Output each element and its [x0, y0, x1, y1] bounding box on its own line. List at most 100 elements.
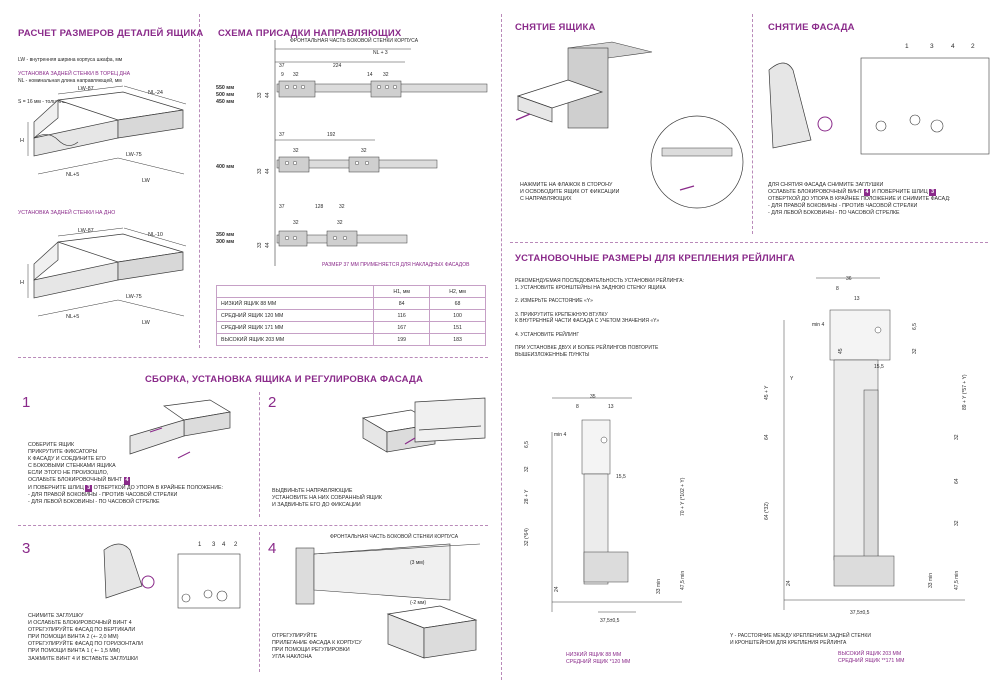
dim-label: 32 (*64) [524, 528, 530, 546]
step3-illustration: 1 3 4 2 [103, 542, 241, 609]
remove-front-text: ДЛЯ СНЯТИЯ ФАСАДА СНИМИТЕ ЗАГЛУШКИ ОСЛАБ… [768, 182, 950, 217]
separator [259, 532, 260, 672]
dim-label: 32 [293, 148, 299, 154]
separator [259, 392, 260, 517]
adjust-minus: (-2 мм) [410, 600, 426, 606]
dim-label: LW-75 [126, 294, 142, 300]
dim-label: NL-10 [148, 232, 163, 238]
text: ДЛЯ СНЯТИЯ ФАСАДА СНИМИТЕ ЗАГЛУШКИ ОСЛАБ… [768, 182, 884, 196]
table-cell: СРЕДНИЙ ЯЩИК 171 ММ [215, 321, 375, 334]
dim-label: LW-87 [78, 86, 94, 92]
callout-2: 2 [234, 542, 238, 548]
section-title-remove-drawer: СНЯТИЕ ЯЩИКА [515, 22, 596, 33]
section-title-remove-front: СНЯТИЕ ФАСАДА [768, 22, 855, 33]
callout-3: 3 [929, 189, 937, 197]
dim-label: 6,5 [912, 323, 918, 330]
dim-label: NL-24 [148, 90, 163, 96]
dim-label: H [20, 138, 24, 144]
separator [18, 357, 488, 358]
row-label-550: 550 мм 500 мм 450 мм [216, 85, 235, 106]
dim-label: 32 [339, 204, 345, 210]
dim-label: 32 [337, 220, 343, 226]
dim-label: 9 [281, 72, 284, 78]
separator [501, 14, 502, 680]
text: И ПОВЕРНИТЕ ШЛИЦ [870, 189, 930, 196]
table-cell: 183 [429, 333, 486, 346]
step-number: 4 [268, 540, 277, 557]
table-row: СРЕДНИЙ ЯЩИК 120 ММ 116 100 [215, 309, 486, 322]
dim-label: 37 [279, 63, 285, 69]
dim-label: 37,5±0,5 [600, 618, 620, 624]
dim-label: 24 [786, 580, 792, 586]
dim-label: 14 [367, 72, 373, 78]
table-cell: 100 [429, 309, 486, 322]
drilling-scheme: NL + 3 37 224 9 32 14 32 33 44 37 192 32… [257, 40, 488, 266]
dim-label: 37,5±0,5 [850, 610, 870, 616]
separator [510, 242, 988, 243]
dim-label: 35 [590, 394, 596, 400]
subtitle-back-into-bottom: УСТАНОВКА ЗАДНЕЙ СТЕНКИ В ТОРЕЦ ДНА [18, 71, 131, 77]
dim-label: 32 [293, 72, 299, 78]
table-header: H1, мм H2, мм [215, 285, 486, 298]
dim-label: 64 [954, 478, 960, 484]
remove-front-illustration: 1 3 4 2 [768, 43, 990, 155]
dim-label: LW-75 [126, 152, 142, 158]
drawer-diagram-1: LW-87 NL-24 LW-75 NL+5 LW H [20, 85, 187, 184]
text: СОБЕРИТЕ ЯЩИК ПРИКРУТИТЕ ФИКСАТОРЫ К ФАС… [28, 442, 123, 484]
callout-3: 3 [85, 484, 93, 492]
dim-label: 28 + Y [524, 489, 530, 504]
row-label-400: 400 мм [216, 164, 235, 170]
table-cell: 116 [373, 309, 431, 322]
callout-4: 4 [951, 43, 955, 50]
callout-3: 3 [930, 43, 934, 50]
dim-label: 33 min [928, 573, 934, 588]
dim-label: 33 [257, 168, 263, 174]
dim-label: 37 [279, 132, 285, 138]
dim-label: 8 [836, 286, 839, 292]
separator [752, 14, 753, 234]
dim-label: 47,5 min [680, 571, 686, 590]
dim-label: LW [142, 178, 151, 184]
drawer-diagram-2: LW-87 NL-10 LW-75 NL+5 LW H [20, 227, 187, 326]
step4-illustration: (3 мм) (-2 мм) [295, 543, 481, 659]
height-table: H1, мм H2, мм НИЗКИЙ ЯЩИК 88 ММ 84 68 СР… [215, 285, 486, 346]
dim-label: 32 [383, 72, 389, 78]
dim-label: 32 [954, 520, 960, 526]
front-label: ФРОНТАЛЬНАЯ ЧАСТЬ БОКОВОЙ СТЕНКИ КОРПУСА [330, 534, 459, 540]
dim-label: 15,5 [874, 364, 884, 370]
callout-1: 1 [198, 542, 202, 548]
step1-text: СОБЕРИТЕ ЯЩИК ПРИКРУТИТЕ ФИКСАТОРЫ К ФАС… [28, 442, 223, 506]
separator [18, 525, 488, 526]
dim-label: 64 (*32) [764, 502, 770, 520]
table-cell: H2, мм [429, 285, 486, 298]
railing-low-drawing: 35 8 13 min 4 6,5 32 15,5 28 + Y 70 + Y … [524, 394, 686, 624]
legend-line: LW - внутренняя ширина корпуса шкафа, мм [18, 57, 123, 63]
dim-label: 37 [279, 204, 285, 210]
step-number: 1 [22, 394, 31, 411]
text: ОТВЕРТКОЙ ДО УПОРА В КРАЙНЕЕ ПОЛОЖЕНИЕ: … [28, 484, 224, 505]
dim-label: NL + 3 [373, 50, 388, 56]
dim-label: 128 [315, 204, 324, 210]
railing-steps: РЕКОМЕНДУЕМАЯ ПОСЛЕДОВАТЕЛЬНОСТЬ УСТАНОВ… [515, 278, 684, 358]
dim-label: 32 [361, 148, 367, 154]
table-row: СРЕДНИЙ ЯЩИК 171 ММ 167 151 [215, 321, 486, 334]
step4-text: ОТРЕГУЛИРУЙТЕ ПРИЛЕГАНИЕ ФАСАДА К КОРПУС… [272, 633, 362, 661]
legend-line: NL - номинальная длина направляющей, мм [18, 78, 122, 84]
table-row: ВЫСОКИЙ ЯЩИК 203 ММ 199 183 [215, 333, 486, 346]
table-cell: НИЗКИЙ ЯЩИК 88 ММ [215, 297, 375, 310]
table-cell: 151 [429, 321, 486, 334]
subtitle-back-on-bottom: УСТАНОВКА ЗАДНЕЙ СТЕНКИ НА ДНО [18, 210, 116, 216]
dim-label: 33 min [656, 579, 662, 594]
dim-label: 47,5 min [954, 571, 960, 590]
dim-label: 8 [576, 404, 579, 410]
dim-label: LW [142, 320, 151, 326]
dim-label: 24 [554, 586, 560, 592]
step3-text: СНИМИТЕ ЗАГЛУШКУ И ОСЛАБЬТЕ БЛОКИРОВОЧНЫ… [28, 613, 143, 662]
railing-low-caption: НИЗКИЙ ЯЩИК 88 ММ СРЕДНИЙ ЯЩИК *120 ММ [566, 652, 631, 665]
table-cell: 84 [373, 297, 431, 310]
dim-label: 32 [954, 434, 960, 440]
callout-4: 4 [222, 542, 226, 548]
dim-label: 45 + Y [764, 385, 770, 400]
table-cell: 199 [373, 333, 431, 346]
dim-label: 33 [257, 242, 263, 248]
